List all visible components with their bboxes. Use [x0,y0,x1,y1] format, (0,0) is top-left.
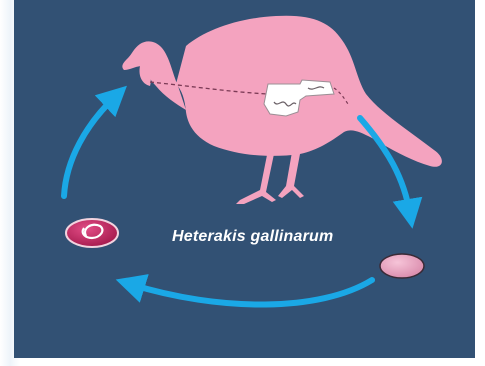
egg-icon [380,254,424,278]
arrow-ingestion [64,96,116,196]
embryonated-egg-icon [66,219,118,247]
species-label: Heterakis gallinarum [172,228,333,246]
arrow-embryonation [130,280,372,305]
